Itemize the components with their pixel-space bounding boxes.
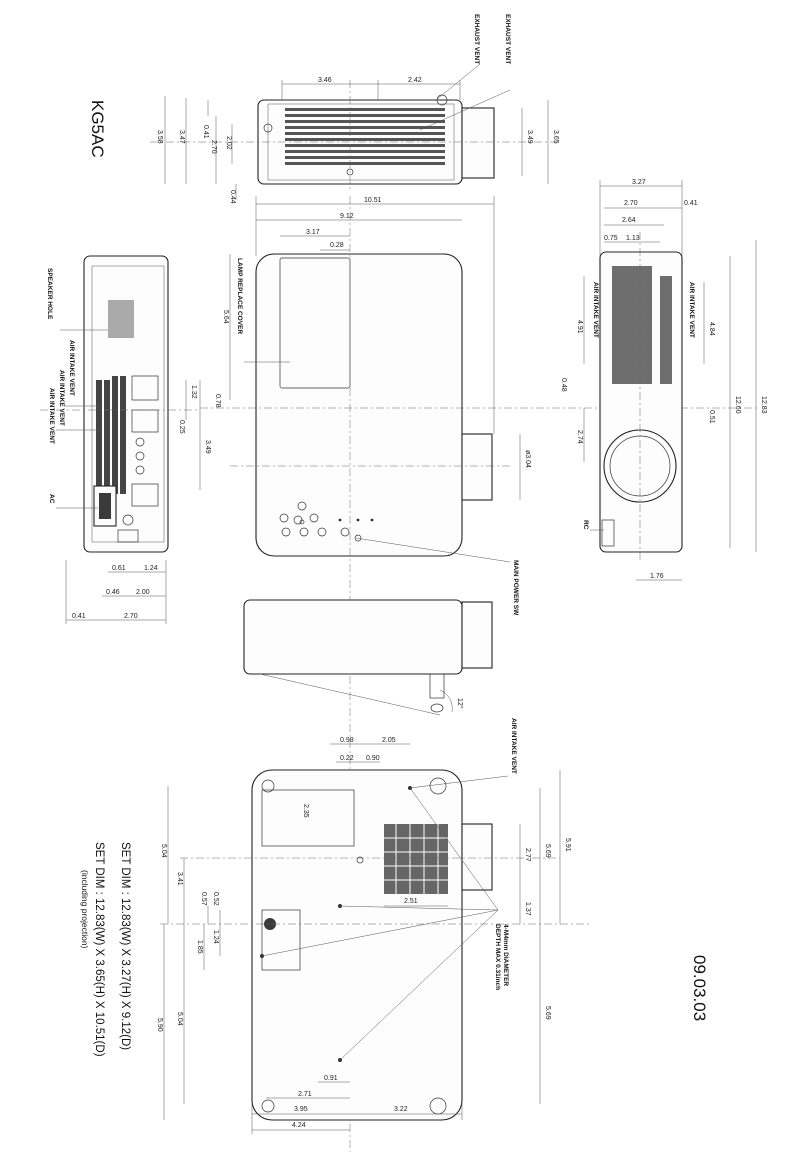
- speaker-hole-label: SPEAKER HOLE: [46, 268, 53, 320]
- dim-2-02: 2.02: [225, 136, 232, 150]
- dim-0-52: 0.52: [212, 892, 219, 906]
- dim-1-76: 1.76: [650, 573, 664, 580]
- dim-0-41-side: 0.41: [72, 613, 86, 620]
- dim-3-65: 3.65: [552, 130, 559, 144]
- dim-2-64: 2.64: [622, 217, 636, 224]
- dim-1-37: 1.37: [524, 902, 531, 916]
- dim-4-24: 4.24: [292, 1122, 306, 1129]
- air-intake-bottom-label: AIR INTAKE VENT: [510, 718, 517, 774]
- air-intake-label-2: AIR INTAKE VENT: [58, 370, 65, 426]
- dim-2-77: 2.77: [524, 848, 531, 862]
- dim-0-41-top: 0.41: [202, 125, 209, 139]
- air-intake-right-label-2: AIR INTAKE VENT: [688, 282, 695, 338]
- dim-1-32: 1.32: [190, 385, 197, 399]
- dim-3-17: 3.17: [306, 229, 320, 236]
- dim-2-74: 2.74: [576, 430, 583, 444]
- dim-4-91: 4.91: [576, 320, 583, 334]
- lamp-cover-label: LAMP REPLACE COVER: [236, 258, 243, 334]
- dim-5-91: 5.91: [564, 838, 571, 852]
- ac-label: AC: [48, 494, 55, 504]
- main-power-label: MAIN POWER SW: [512, 560, 519, 616]
- dim-1-13: 1.13: [626, 235, 640, 242]
- air-intake-right-label-1: AIR INTAKE VENT: [592, 282, 599, 338]
- dim-5-69-lower: 5.69: [544, 1006, 551, 1020]
- model-title: KG5AC: [88, 100, 107, 158]
- dim-3-49-side: 3.49: [204, 440, 211, 454]
- dim-2-70-right: 2.70: [624, 200, 638, 207]
- dim-0-46: 0.46: [106, 589, 120, 596]
- dim-3-49-top: 3.49: [526, 130, 533, 144]
- bottom-view-dims: 0.98 2.05 0.22 0.90 2.35 2.77 5.69 5.91 …: [156, 718, 571, 1134]
- dim-3-58: 3.58: [156, 130, 163, 144]
- dim-tilt-12: 12°: [456, 698, 464, 709]
- dim-0-90: 0.90: [366, 755, 380, 762]
- rear-view: [150, 80, 560, 190]
- dim-3-22: 3.22: [394, 1106, 408, 1113]
- dim-0-22: 0.22: [340, 755, 354, 762]
- dim-3-95: 3.95: [294, 1106, 308, 1113]
- dim-diameter-3-04: ø3.04: [524, 450, 531, 468]
- exhaust-vent-label-2: EXHAUST VENT: [504, 14, 511, 64]
- dim-0-25: 0.25: [178, 420, 185, 434]
- dim-0-44: 0.44: [229, 190, 236, 204]
- dim-1-24-bottom: 1.24: [212, 930, 219, 944]
- front-view: 12°: [243, 599, 493, 716]
- dim-0-98: 0.98: [340, 737, 354, 744]
- dim-2-42: 2.42: [408, 77, 422, 84]
- dim-3-47: 3.47: [178, 130, 185, 144]
- dim-3-46: 3.46: [318, 77, 332, 84]
- dim-1-85: 1.85: [196, 940, 203, 954]
- dim-5-69-upper: 5.69: [544, 844, 551, 858]
- set-dim-line-3: (including projection): [80, 870, 90, 949]
- rc-label: RC: [582, 520, 589, 530]
- dim-2-70-top: 2.70: [210, 140, 217, 154]
- set-dim-line-1: SET DIM : 12.83(W) X 3.27(H) X 9.12(D): [119, 842, 131, 1050]
- dim-5-04-lower: 5.04: [176, 1012, 183, 1026]
- dim-5-04-upper: 5.04: [160, 844, 167, 858]
- dim-2-35: 2.35: [302, 804, 309, 818]
- dim-9-12: 9.12: [340, 213, 354, 220]
- rear-view-dims: 3.46 2.42 3.58 3.47 0.41 2.70 2.02 0.44 …: [156, 14, 559, 204]
- dim-2-71: 2.71: [298, 1091, 312, 1098]
- dim-1-24-side: 1.24: [144, 565, 158, 572]
- dim-12-83: 12.83: [760, 396, 767, 414]
- dim-3-27: 3.27: [632, 179, 646, 186]
- air-intake-label-1: AIR INTAKE VENT: [68, 340, 75, 396]
- dim-2-00: 2.00: [136, 589, 150, 596]
- dim-0-51: 0.51: [708, 410, 715, 424]
- date-stamp: 09.03.03: [690, 955, 709, 1021]
- dim-4-84: 4.84: [708, 322, 715, 336]
- dim-2-70-side: 2.70: [124, 613, 138, 620]
- dim-5-90: 5.90: [156, 1018, 163, 1032]
- mount-hole-label-1: 4-M4mm DIAMETER: [502, 924, 509, 986]
- dim-0-91: 0.91: [324, 1075, 338, 1082]
- left-side-dims: SPEAKER HOLE AIR INTAKE VENT AIR INTAKE …: [46, 268, 211, 624]
- dim-0-48: 0.48: [560, 378, 567, 392]
- dim-0-57: 0.57: [200, 892, 207, 906]
- dim-10-51: 10.51: [364, 197, 382, 204]
- dim-0-75: 0.75: [604, 235, 618, 242]
- dim-2-51: 2.51: [404, 898, 418, 905]
- exhaust-vent-label-1: EXHAUST VENT: [473, 14, 480, 64]
- dim-0-28: 0.28: [330, 242, 344, 249]
- set-dim-line-2: SET DIM : 12.83(W) X 3.65(H) X 10.51(D): [93, 842, 105, 1057]
- dim-12-60: 12.60: [734, 396, 741, 414]
- dim-3-41: 3.41: [176, 872, 183, 886]
- dim-2-05: 2.05: [382, 737, 396, 744]
- top-view-dims: 10.51 9.12 3.17 0.28 5.64 0.78 LAMP REPL…: [214, 196, 531, 616]
- bottom-view: [160, 769, 590, 1121]
- dim-5-64: 5.64: [222, 310, 229, 324]
- right-side-view: [599, 232, 683, 560]
- air-intake-label-3: AIR INTAKE VENT: [48, 388, 55, 444]
- right-side-dims: 3.27 2.70 0.41 2.64 0.75 1.13 AIR INTAKE…: [560, 179, 767, 581]
- mount-hole-label-2: DEPTH MAX 0.31inch: [494, 924, 501, 990]
- dim-0-78: 0.78: [214, 394, 221, 408]
- dim-0-61: 0.61: [112, 565, 126, 572]
- dim-0-41-right: 0.41: [684, 200, 698, 207]
